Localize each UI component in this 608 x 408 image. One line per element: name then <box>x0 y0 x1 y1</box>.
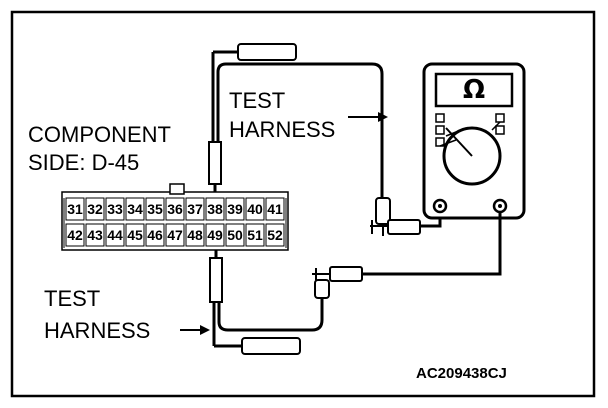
pin-cavity <box>225 223 245 247</box>
pin-cavity <box>85 223 105 247</box>
pin-number: 42 <box>67 227 83 243</box>
pin-cavity <box>185 223 205 247</box>
arrow-lower <box>180 325 210 335</box>
pin-cavity <box>185 197 205 221</box>
pin-cavity <box>225 197 245 221</box>
pin-cavity <box>245 223 265 247</box>
pin-number: 51 <box>247 227 263 243</box>
connector-pin: 42 <box>65 223 85 247</box>
pin-cavity <box>125 197 145 221</box>
pin-number: 32 <box>87 201 103 217</box>
connector-pin: 35 <box>145 197 165 221</box>
pin-cavity <box>245 197 265 221</box>
connector-pin: 38 <box>205 197 225 221</box>
pin-number: 44 <box>107 227 123 243</box>
test-harness-top-line1: TEST <box>229 88 285 113</box>
component-label-line1: COMPONENT <box>28 122 171 147</box>
connector-pin: 44 <box>105 223 125 247</box>
ohm-symbol: Ω <box>463 75 485 105</box>
connector-pin: 34 <box>125 197 145 221</box>
connector-pin: 50 <box>225 223 245 247</box>
connector-pin: 49 <box>205 223 225 247</box>
pin-cavity <box>65 223 85 247</box>
pin-number: 38 <box>207 201 223 217</box>
connector-pin: 41 <box>265 197 285 221</box>
connector-pin: 43 <box>85 223 105 247</box>
connector-pin: 32 <box>85 197 105 221</box>
pin-cavity <box>125 223 145 247</box>
test-harness-bottom-line1: TEST <box>44 286 100 311</box>
test-harness-lower <box>209 244 330 355</box>
pin-cavity <box>205 197 225 221</box>
figure-code: AC209438CJ <box>416 365 507 382</box>
pin-cavity <box>165 223 185 247</box>
connector-pin: 40 <box>245 197 265 221</box>
connector-pin: 39 <box>225 197 245 221</box>
pin-number: 33 <box>107 201 123 217</box>
pin-number: 50 <box>227 227 243 243</box>
connector-pin: 51 <box>245 223 265 247</box>
pin-cavity <box>105 197 125 221</box>
pin-cavity <box>205 223 225 247</box>
pin-number: 35 <box>147 201 163 217</box>
pin-cavity <box>105 223 125 247</box>
pin-number: 43 <box>87 227 103 243</box>
meter-lead-red <box>312 212 502 282</box>
pin-cavity <box>265 197 285 221</box>
pin-number: 52 <box>267 227 283 243</box>
pin-cavity <box>145 223 165 247</box>
connector-pin: 45 <box>125 223 145 247</box>
pin-cavity <box>265 223 285 247</box>
connector-pin: 47 <box>165 223 185 247</box>
test-harness-bottom-line2: HARNESS <box>44 318 150 343</box>
connector-pin: 46 <box>145 223 165 247</box>
pin-number: 36 <box>167 201 183 217</box>
pin-number: 37 <box>187 201 203 217</box>
pin-number: 41 <box>267 201 283 217</box>
arrow-upper <box>348 112 388 122</box>
pin-cavity <box>65 197 85 221</box>
meter-display <box>434 72 514 108</box>
pin-number: 34 <box>127 201 143 217</box>
pin-cavity <box>85 197 105 221</box>
pin-number: 49 <box>207 227 223 243</box>
pin-number: 31 <box>67 201 83 217</box>
connector-pin: 33 <box>105 197 125 221</box>
connector-latch <box>169 183 185 195</box>
connector-pin: 52 <box>265 223 285 247</box>
pin-number: 39 <box>227 201 243 217</box>
pin-cavity <box>165 197 185 221</box>
component-label-line2: SIDE: D-45 <box>28 150 139 175</box>
connector-pin: 37 <box>185 197 205 221</box>
pin-number: 40 <box>247 201 263 217</box>
pin-number: 47 <box>167 227 183 243</box>
pin-cavity <box>145 197 165 221</box>
figure-frame <box>10 10 596 398</box>
pin-number: 46 <box>147 227 163 243</box>
pin-number: 45 <box>127 227 143 243</box>
test-harness-top-line2: HARNESS <box>229 117 335 142</box>
connector-pin: 48 <box>185 223 205 247</box>
pin-number: 48 <box>187 227 203 243</box>
connector-pin: 31 <box>65 197 85 221</box>
multimeter: Ω <box>422 62 526 220</box>
connector-pin: 36 <box>165 197 185 221</box>
